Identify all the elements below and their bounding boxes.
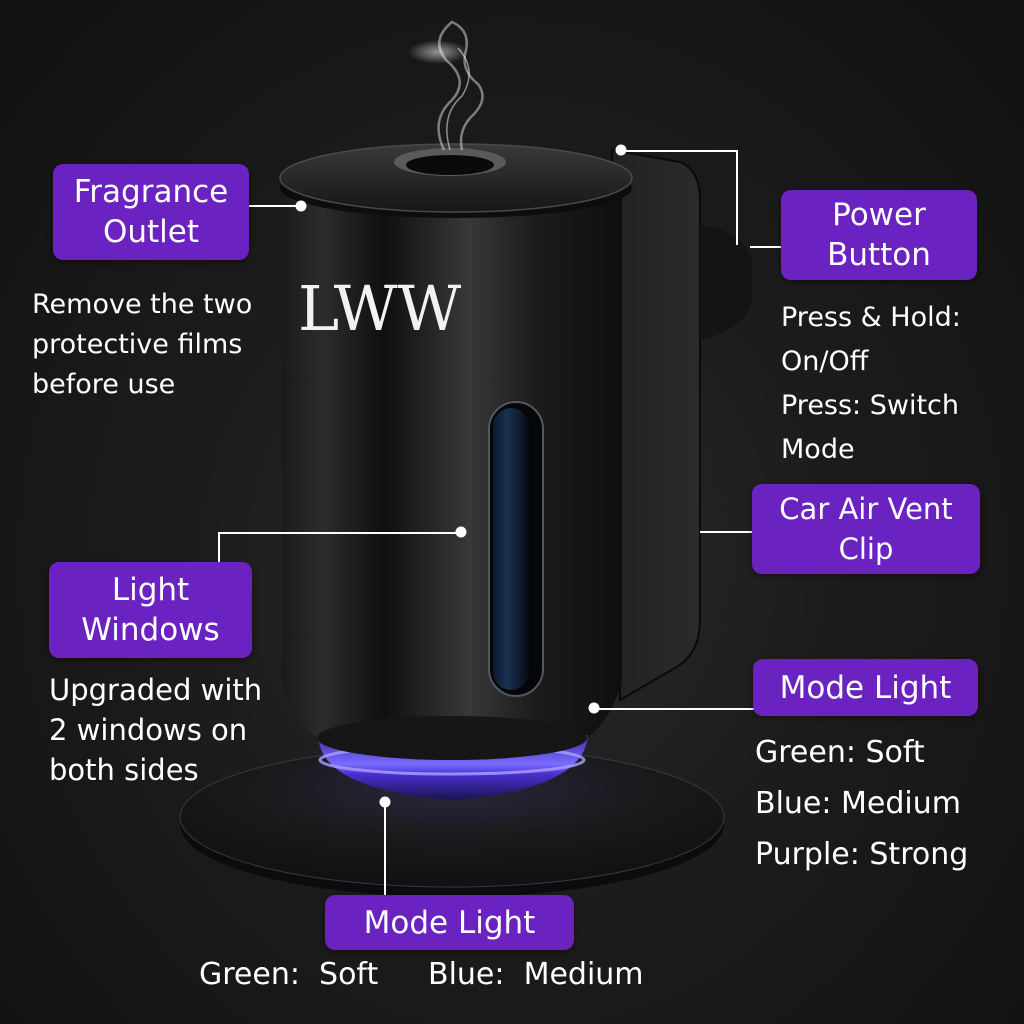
desc-mode-light-bottom-left: Green: Soft xyxy=(199,957,379,992)
label-fragrance-outlet-line2: Outlet xyxy=(102,214,200,250)
desc-line: Remove the two xyxy=(32,289,253,320)
label-clip-line2: Clip xyxy=(838,532,894,566)
leader-line-mode-right xyxy=(594,708,754,710)
desc-light-windows: Upgraded with 2 windows on both sides xyxy=(49,670,262,790)
label-mode-light-bottom-text: Mode Light xyxy=(363,904,536,941)
anchor-dot-windows xyxy=(455,526,467,538)
anchor-dot-mode-bottom xyxy=(379,796,391,808)
anchor-dot-fragrance xyxy=(295,200,307,212)
desc-line: Green: Soft xyxy=(755,735,925,770)
anchor-dot-mode-right xyxy=(588,702,600,714)
label-fragrance-outlet: Fragrance Outlet xyxy=(53,164,249,260)
label-fragrance-outlet-line1: Fragrance xyxy=(73,174,229,210)
label-mode-light-right-text: Mode Light xyxy=(779,669,952,706)
label-car-air-vent-clip: Car Air Vent Clip xyxy=(752,484,980,574)
desc-line: Upgraded with xyxy=(49,673,263,707)
desc-line: Mode xyxy=(781,434,855,465)
desc-line: both sides xyxy=(49,753,199,787)
label-mode-light-right: Mode Light xyxy=(753,659,978,716)
desc-line: Press: Switch xyxy=(781,390,960,421)
logo-text: LWW xyxy=(298,272,462,345)
leader-line-windows-v xyxy=(218,532,220,564)
label-light-windows-line2: Windows xyxy=(81,612,220,648)
label-light-windows-line1: Light xyxy=(111,572,190,608)
desc-mode-light-right: Green: Soft Blue: Medium Purple: Strong xyxy=(755,727,968,880)
desc-line: protective films xyxy=(32,329,243,360)
leader-line-power-h1 xyxy=(621,150,737,152)
leader-line-fragrance xyxy=(248,205,300,207)
desc-mode-light-bottom-right: Blue: Medium xyxy=(428,957,644,992)
label-power-button-line1: Power xyxy=(832,197,926,233)
desc-power-button: Press & Hold: On/Off Press: Switch Mode xyxy=(781,296,961,472)
desc-line: 2 windows on xyxy=(49,713,248,747)
label-light-windows: Light Windows xyxy=(49,562,252,658)
label-power-button: Power Button xyxy=(781,190,977,280)
leader-line-mode-bottom xyxy=(384,802,386,897)
desc-line: before use xyxy=(32,369,176,400)
leader-line-windows-h xyxy=(219,532,461,534)
desc-line: On/Off xyxy=(781,346,869,377)
desc-fragrance-outlet: Remove the two protective films before u… xyxy=(32,285,252,405)
desc-line: Press & Hold: xyxy=(781,302,961,333)
label-clip-line1: Car Air Vent xyxy=(779,492,953,526)
anchor-dot-power xyxy=(615,144,627,156)
leader-line-power-h2 xyxy=(750,246,781,248)
desc-line: Purple: Strong xyxy=(755,837,969,872)
label-mode-light-bottom: Mode Light xyxy=(325,895,574,950)
leader-line-power-v xyxy=(736,150,738,245)
desc-line: Blue: Medium xyxy=(755,786,961,821)
leader-line-clip xyxy=(700,531,753,533)
label-power-button-line2: Button xyxy=(827,237,931,273)
